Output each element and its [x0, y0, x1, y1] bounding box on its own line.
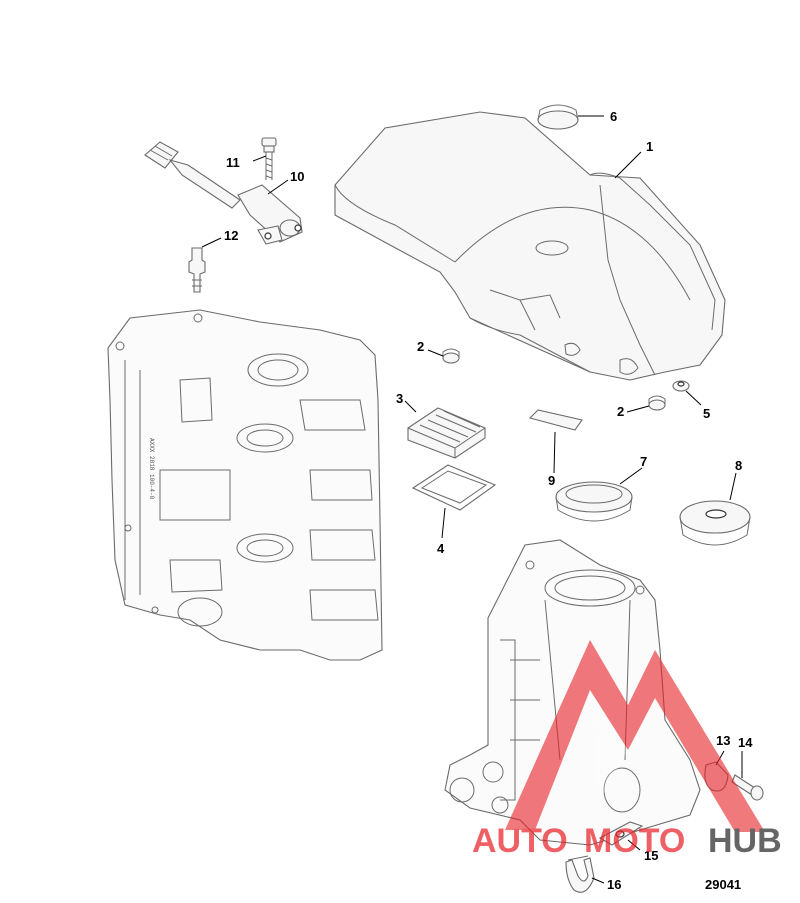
callout-7: 7 — [640, 454, 647, 469]
engine-block-left: AXXX 2818 100-4-0 — [107, 309, 383, 661]
callout-14: 14 — [738, 735, 753, 750]
callout-3: 3 — [396, 391, 403, 406]
callout-15: 15 — [644, 848, 658, 863]
callout-16: 16 — [607, 877, 621, 892]
part-10-sensor — [144, 141, 303, 245]
part-7-seal-ring — [555, 481, 633, 522]
block-cast-text: AXXX 2818 100-4-0 — [148, 438, 155, 500]
part-8-cap — [679, 500, 751, 546]
part-2-grommet-lower — [648, 395, 666, 411]
callout-5: 5 — [703, 406, 710, 421]
callout-6: 6 — [610, 109, 617, 124]
callout-1: 1 — [646, 139, 653, 154]
watermark-text-hub: HUB — [708, 822, 782, 860]
callout-8: 8 — [735, 458, 742, 473]
watermark-text-auto: AUTO — [472, 822, 568, 860]
figure-number: 29041 — [705, 877, 741, 892]
part-2-grommet-upper — [442, 348, 460, 364]
part-11-bolt — [261, 137, 277, 180]
callout-labels: 1 2 2 3 4 5 6 7 8 9 10 11 12 13 14 15 16… — [224, 109, 753, 892]
callout-2-lower: 2 — [617, 404, 624, 419]
part-12-fitting — [188, 247, 206, 293]
callout-12: 12 — [224, 228, 238, 243]
callout-9: 9 — [548, 473, 555, 488]
callout-2-upper: 2 — [417, 339, 424, 354]
callout-10: 10 — [290, 169, 304, 184]
automotohub-watermark: AUTO MOTO HUB — [472, 640, 782, 860]
part-5-grommet — [672, 380, 690, 392]
part-1-cover — [334, 111, 726, 381]
watermark-logo-icon — [505, 640, 765, 832]
watermark-text-moto: MOTO — [584, 822, 685, 860]
callout-4: 4 — [437, 541, 445, 556]
part-9-strip — [528, 409, 583, 431]
part-16-clamp — [565, 855, 595, 893]
part-4-gasket — [411, 464, 497, 511]
part-3-filter — [407, 407, 486, 459]
part-6-plug — [537, 104, 579, 130]
callout-13: 13 — [716, 733, 730, 748]
part-15-plate — [598, 821, 644, 846]
callout-11: 11 — [226, 155, 240, 170]
